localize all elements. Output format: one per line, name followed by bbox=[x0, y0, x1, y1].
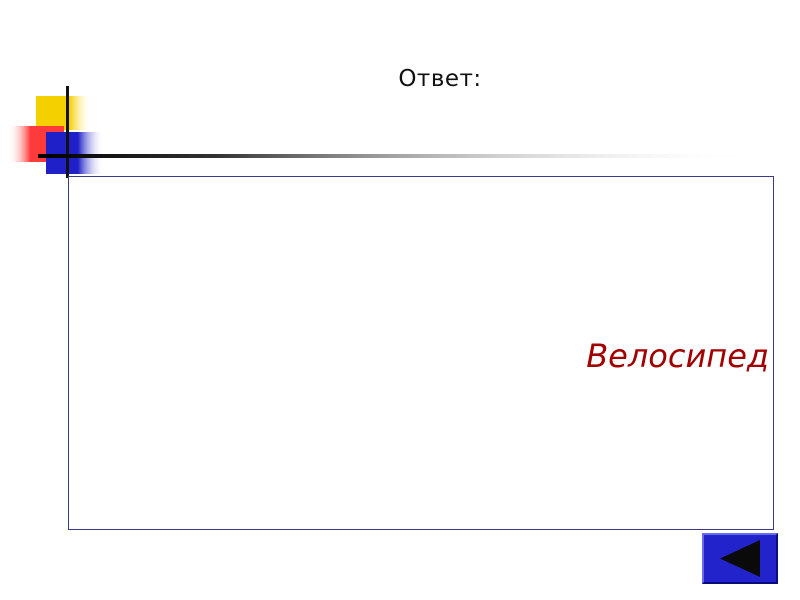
answer-text: Велосипед bbox=[586, 337, 769, 375]
slide-title: Ответ: bbox=[398, 66, 482, 92]
back-button[interactable] bbox=[702, 533, 778, 584]
horizontal-line bbox=[38, 154, 758, 158]
vertical-line bbox=[66, 86, 69, 178]
answer-box: Велосипед bbox=[68, 176, 774, 530]
yellow-square bbox=[36, 96, 92, 130]
corner-decoration bbox=[8, 86, 758, 178]
triangle-left-icon bbox=[720, 540, 760, 577]
blue-square bbox=[46, 132, 104, 174]
